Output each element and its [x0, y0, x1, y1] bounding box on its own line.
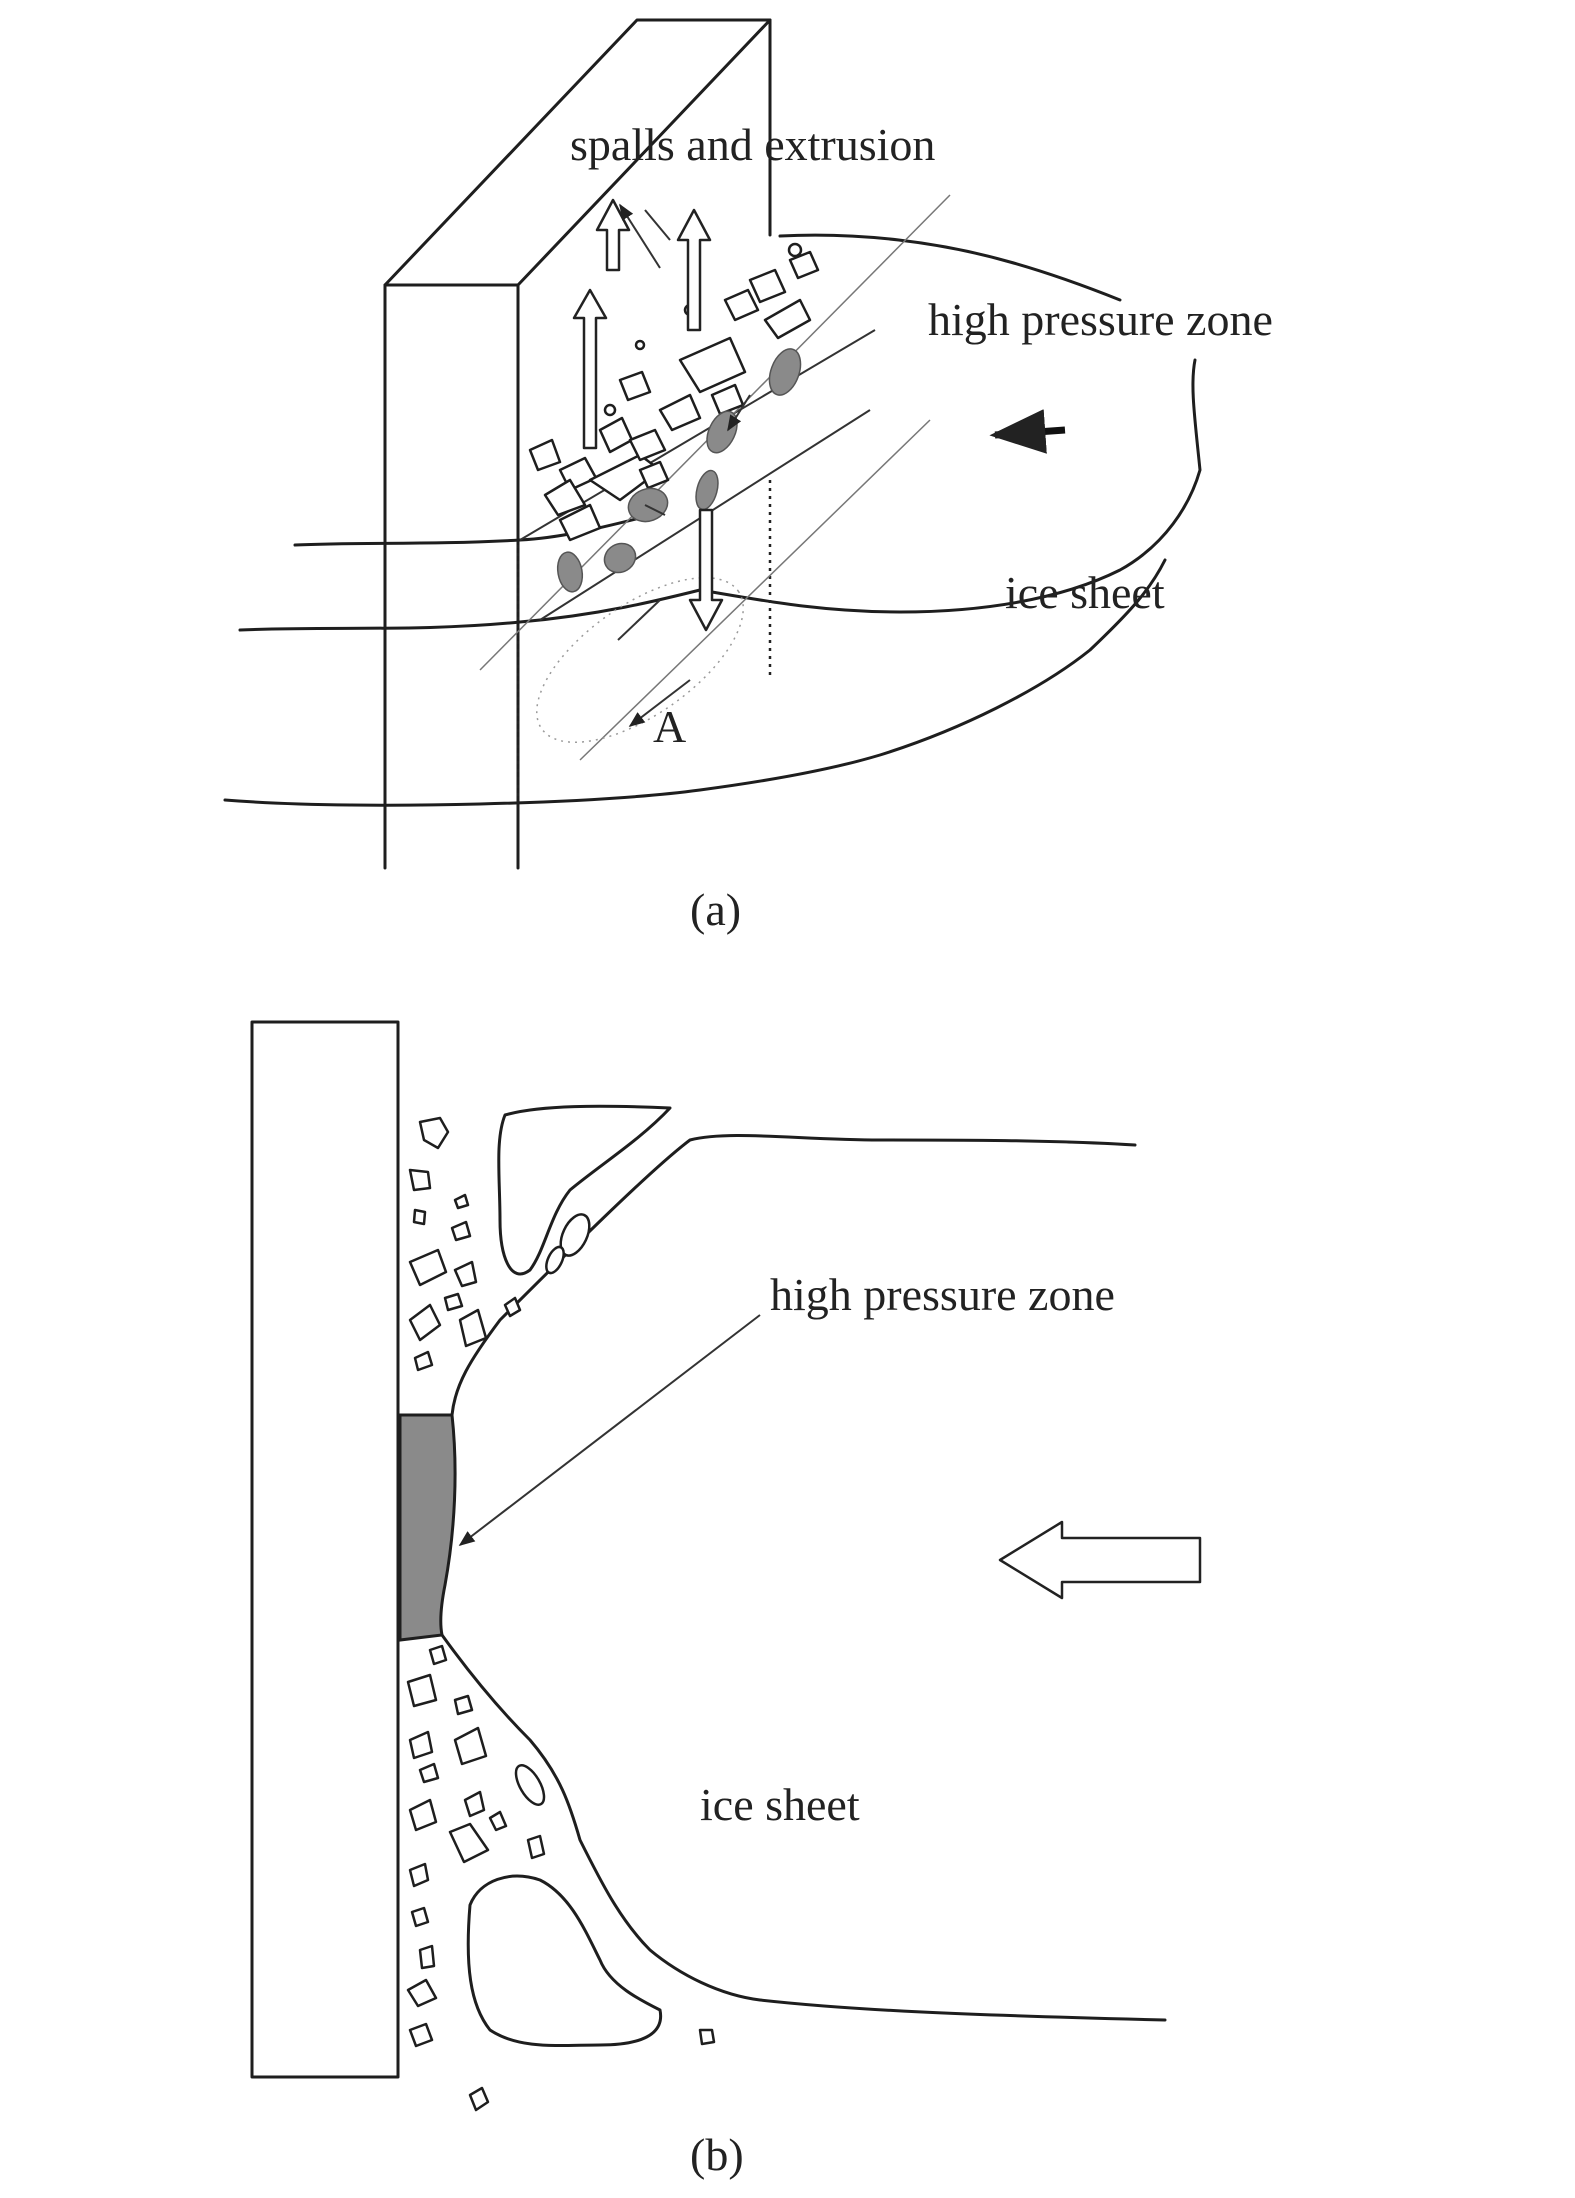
ice-motion-arrow-a: [989, 409, 1066, 454]
ice-motion-arrow-b: [998, 1520, 1202, 1600]
leader-lines-a: [617, 203, 751, 727]
panel-b: high pressure zone ice sheet (b): [250, 1020, 1202, 2180]
spall-fragments-a: [528, 242, 820, 542]
leader-arrow-b: [458, 1314, 761, 1546]
panel-a: spalls and extrusion high pressure zone …: [223, 18, 1273, 935]
caption-a: (a): [690, 884, 741, 935]
extrusion-up-arrow-3: [676, 208, 712, 332]
label-ice-sheet-b: ice sheet: [700, 1779, 860, 1830]
label-high-pressure-zone-a: high pressure zone: [928, 294, 1273, 345]
label-high-pressure-zone-b: high pressure zone: [770, 1269, 1115, 1320]
crushed-fragments-b: [406, 1116, 716, 2112]
extrusion-arrows-a: [572, 198, 724, 632]
extrusion-up-arrow-1: [572, 288, 608, 450]
structure-wall-a: [383, 18, 772, 870]
structure-wall-b: [250, 1020, 400, 2079]
ice-sheet-outline-b: [440, 1104, 1167, 2048]
high-pressure-spots-a: [556, 348, 802, 593]
high-pressure-zone-b: [398, 1413, 457, 1642]
label-section-a: A: [653, 701, 686, 752]
extrusion-down-arrow: [688, 508, 724, 632]
label-ice-sheet-a: ice sheet: [1005, 567, 1165, 618]
label-spalls-extrusion: spalls and extrusion: [570, 119, 935, 170]
caption-b: (b): [690, 2129, 744, 2180]
